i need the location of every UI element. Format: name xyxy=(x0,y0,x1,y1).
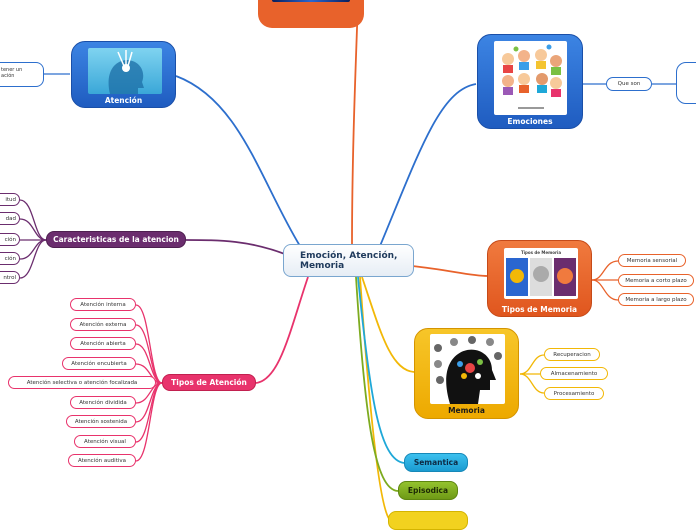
caracteristica-leaf-4[interactable]: ción xyxy=(0,252,20,265)
atencion-head-image xyxy=(88,48,162,94)
caracteristicas-node[interactable]: Caracteristicas de la atencion xyxy=(46,231,186,248)
tipo-atencion-leaf[interactable]: Atención interna xyxy=(70,298,136,311)
memoria-brain-image xyxy=(430,334,505,404)
tipo-atencion-leaf[interactable]: Atención encubierta xyxy=(62,357,136,370)
central-topic[interactable]: Emoción, Atención, Memoria xyxy=(283,244,414,277)
tipo-memoria-leaf[interactable]: Memoria a largo plazo xyxy=(618,293,694,306)
top-card-image xyxy=(272,0,350,2)
tipo-atencion-leaf[interactable]: Atención sostenida xyxy=(66,415,136,428)
tipo-atencion-leaf[interactable]: Atención abierta xyxy=(70,337,136,350)
tipos-memoria-label: Tipos de Memoria xyxy=(501,305,578,314)
memoria-leaf[interactable]: Almacenamiento xyxy=(540,367,608,380)
emociones-label: Emociones xyxy=(507,117,553,126)
emociones-faces-image xyxy=(494,41,567,115)
top-image-card[interactable] xyxy=(258,0,364,28)
semantica-node[interactable]: Semantica xyxy=(404,453,468,472)
memoria-leaf[interactable]: Recuperacion xyxy=(544,348,600,361)
atencion-note-line-2: ación xyxy=(1,73,15,79)
tipos-atencion-node[interactable]: Tipos de Atención xyxy=(162,374,256,391)
que-son-node[interactable]: Que son xyxy=(606,77,652,91)
tipo-atencion-leaf[interactable]: Atención visual xyxy=(74,435,136,448)
tipo-atencion-leaf[interactable]: Atención dividida xyxy=(70,396,136,409)
atencion-note-box[interactable]: tener un ación xyxy=(0,62,44,87)
tipo-atencion-leaf[interactable]: Atención externa xyxy=(70,318,136,331)
memoria-label: Memoria xyxy=(448,406,485,415)
que-son-detail-box[interactable] xyxy=(676,62,696,104)
caracteristica-leaf-3[interactable]: ción xyxy=(0,233,20,246)
tipo-memoria-leaf[interactable]: Memoria a corto plazo xyxy=(618,274,694,287)
caracteristica-leaf-1[interactable]: itud xyxy=(0,193,20,206)
tipos-memoria-card[interactable]: Tipos de Memoria Tipos de Memoria xyxy=(487,240,592,317)
tipos-memoria-image: Tipos de Memoria xyxy=(504,248,578,299)
bottom-cutoff-node[interactable] xyxy=(388,511,468,530)
tipo-atencion-leaf[interactable]: Atención auditiva xyxy=(68,454,136,467)
caracteristica-leaf-2[interactable]: dad xyxy=(0,212,20,225)
memoria-leaf[interactable]: Procesamiento xyxy=(544,387,604,400)
caracteristica-leaf-5[interactable]: ntrol xyxy=(0,271,20,284)
memoria-card[interactable]: Memoria xyxy=(414,328,519,419)
tipo-memoria-leaf[interactable]: Memoria sensorial xyxy=(618,254,686,267)
emociones-card[interactable]: Emociones xyxy=(477,34,583,129)
tipos-memoria-image-title: Tipos de Memoria xyxy=(520,250,562,255)
episodica-node[interactable]: Episodica xyxy=(398,481,458,500)
tipo-atencion-leaf[interactable]: Atención selectiva o atención focalizada xyxy=(8,376,156,389)
atencion-note-line-1: tener un xyxy=(1,67,23,73)
atencion-label: Atención xyxy=(104,96,143,105)
atencion-card[interactable]: Atención xyxy=(71,41,176,108)
